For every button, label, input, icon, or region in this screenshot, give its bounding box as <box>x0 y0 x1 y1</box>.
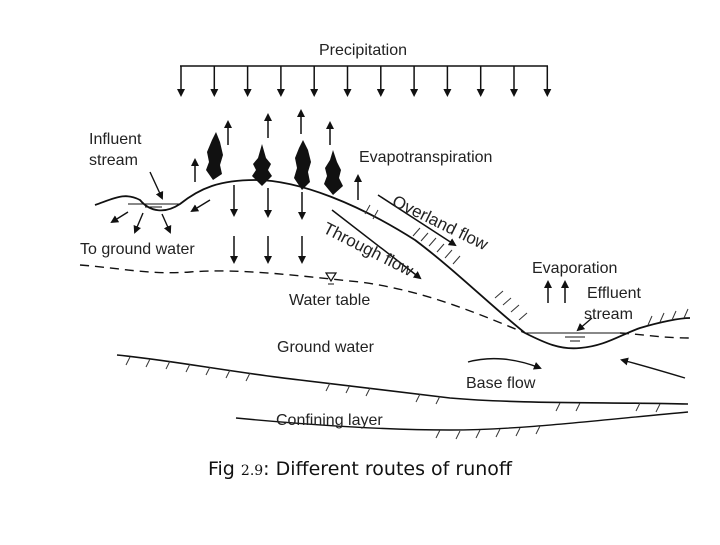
trees <box>206 132 343 195</box>
confining-bottom-hatching <box>435 425 541 440</box>
arrow-icon <box>149 171 164 200</box>
evapotranspiration-label: Evapotranspiration <box>359 149 492 166</box>
through-flow-label: Through flow <box>320 219 417 281</box>
arrow-icon <box>190 199 211 213</box>
caption-prefix: Fig <box>207 458 241 480</box>
overland-flow-arrow <box>377 194 457 247</box>
to-ground-water-label: To ground water <box>80 241 195 258</box>
water-table-label: Water table <box>289 292 370 309</box>
through-flow-arrow <box>331 209 422 280</box>
water-table-line <box>79 264 691 339</box>
water-table-marker-icon <box>324 272 338 283</box>
precipitation-label: Precipitation <box>319 42 407 59</box>
infiltration-arrows <box>230 185 306 264</box>
influent-label-line1: Influent <box>89 131 142 148</box>
evaporation-label: Evaporation <box>532 260 617 277</box>
tree-icon <box>324 150 343 195</box>
confining-layer-label: Confining layer <box>276 412 383 429</box>
caption-number: 2.9 <box>240 463 264 479</box>
figure-caption: Fig 2.9: Different routes of runoff <box>0 458 720 480</box>
ground-surface-line <box>94 179 526 334</box>
ground-water-label: Ground water <box>277 339 375 356</box>
base-flow-arrow-left <box>467 357 542 370</box>
caption-text: : Different routes of runoff <box>263 458 513 480</box>
arrow-icon <box>133 212 144 234</box>
slope-hatching <box>364 204 689 326</box>
effluent-label-line2: stream <box>584 306 633 323</box>
arrow-icon <box>161 213 172 234</box>
evapotranspiration-arrows <box>191 109 362 200</box>
influent-label-line2: stream <box>89 152 138 169</box>
influent-arrows <box>110 171 211 234</box>
base-flow-label: Base flow <box>466 375 536 392</box>
confining-layer-bottom <box>235 411 689 431</box>
effluent-pointer-arrow <box>576 317 593 332</box>
precipitation-arrows <box>177 66 552 97</box>
confining-top-hatching <box>125 356 661 413</box>
arrow-icon <box>110 211 129 224</box>
tree-icon <box>294 140 311 190</box>
effluent-label-line1: Effluent <box>587 285 642 302</box>
effluent-channel-line <box>524 317 691 350</box>
tree-icon <box>206 132 223 180</box>
base-flow-arrow-right <box>620 357 686 379</box>
overland-flow-label: Overland flow <box>389 192 491 255</box>
tree-icon <box>252 144 272 186</box>
confining-layer-top <box>116 354 689 405</box>
